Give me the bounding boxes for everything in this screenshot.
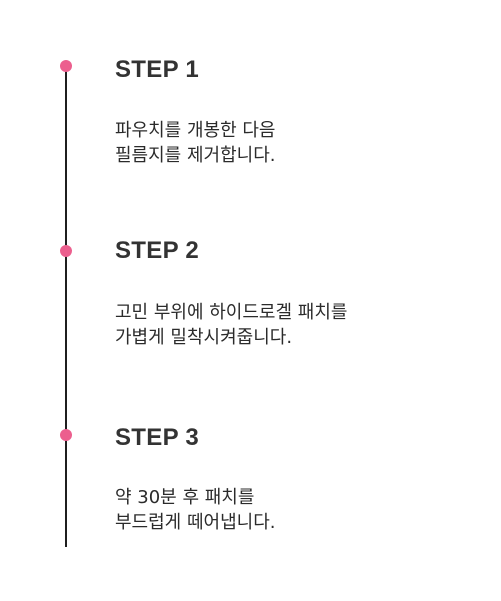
step-2-description-line-2: 가볍게 밀착시켜줍니다.	[115, 327, 293, 348]
step-1-marker-dot	[60, 60, 72, 72]
step-3-description: 약 30분 후 패치를 부드럽게 떼어냅니다.	[115, 485, 275, 535]
step-2-marker-dot	[60, 245, 72, 257]
step-3-description-line-1: 약 30분 후 패치를	[115, 487, 255, 508]
step-3-description-line-2: 부드럽게 떼어냅니다.	[115, 512, 276, 533]
step-1-description-line-1: 파우치를 개봉한 다음	[115, 120, 276, 141]
timeline-line	[65, 66, 67, 547]
step-3-title: STEP 3	[115, 424, 200, 451]
step-2-title: STEP 2	[115, 237, 200, 264]
step-3-marker-dot	[60, 429, 72, 441]
step-1-description-line-2: 필름지를 제거합니다.	[115, 145, 276, 166]
step-1-description: 파우치를 개봉한 다음 필름지를 제거합니다.	[115, 118, 275, 168]
step-1-title: STEP 1	[115, 56, 200, 83]
step-2-description-line-1: 고민 부위에 하이드로겔 패치를	[115, 302, 348, 323]
step-2-description: 고민 부위에 하이드로겔 패치를 가볍게 밀착시켜줍니다.	[115, 300, 347, 350]
